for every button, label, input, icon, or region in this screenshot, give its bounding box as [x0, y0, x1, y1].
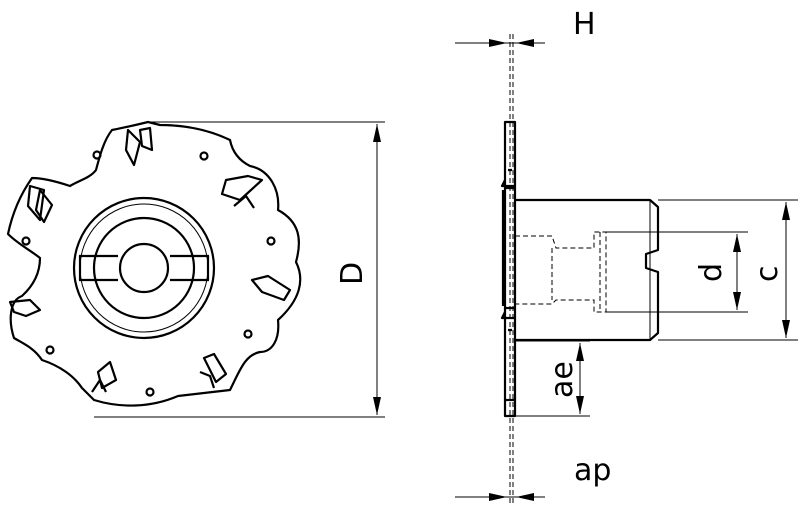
- arbor-body: [515, 198, 660, 342]
- label-c: c: [750, 266, 785, 283]
- insert-pockets: [8, 126, 292, 393]
- label-H: H: [573, 7, 596, 42]
- label-ap: ap: [574, 453, 611, 488]
- dimension-D: D: [94, 121, 385, 418]
- dimension-ap: ap: [455, 453, 611, 501]
- label-D: D: [335, 262, 370, 285]
- bolt-holes: [21, 150, 276, 397]
- dimension-c: c: [658, 199, 798, 341]
- cutter-outline: [6, 120, 302, 407]
- label-d: d: [694, 263, 729, 282]
- cutter-side-view: [500, 34, 660, 503]
- hub: [72, 196, 216, 340]
- dimension-d: d: [606, 231, 748, 313]
- label-ae: ae: [545, 361, 580, 398]
- dimension-H: H: [455, 7, 596, 47]
- cutter-front-view: [6, 120, 302, 407]
- dimension-ae: ae: [515, 340, 590, 417]
